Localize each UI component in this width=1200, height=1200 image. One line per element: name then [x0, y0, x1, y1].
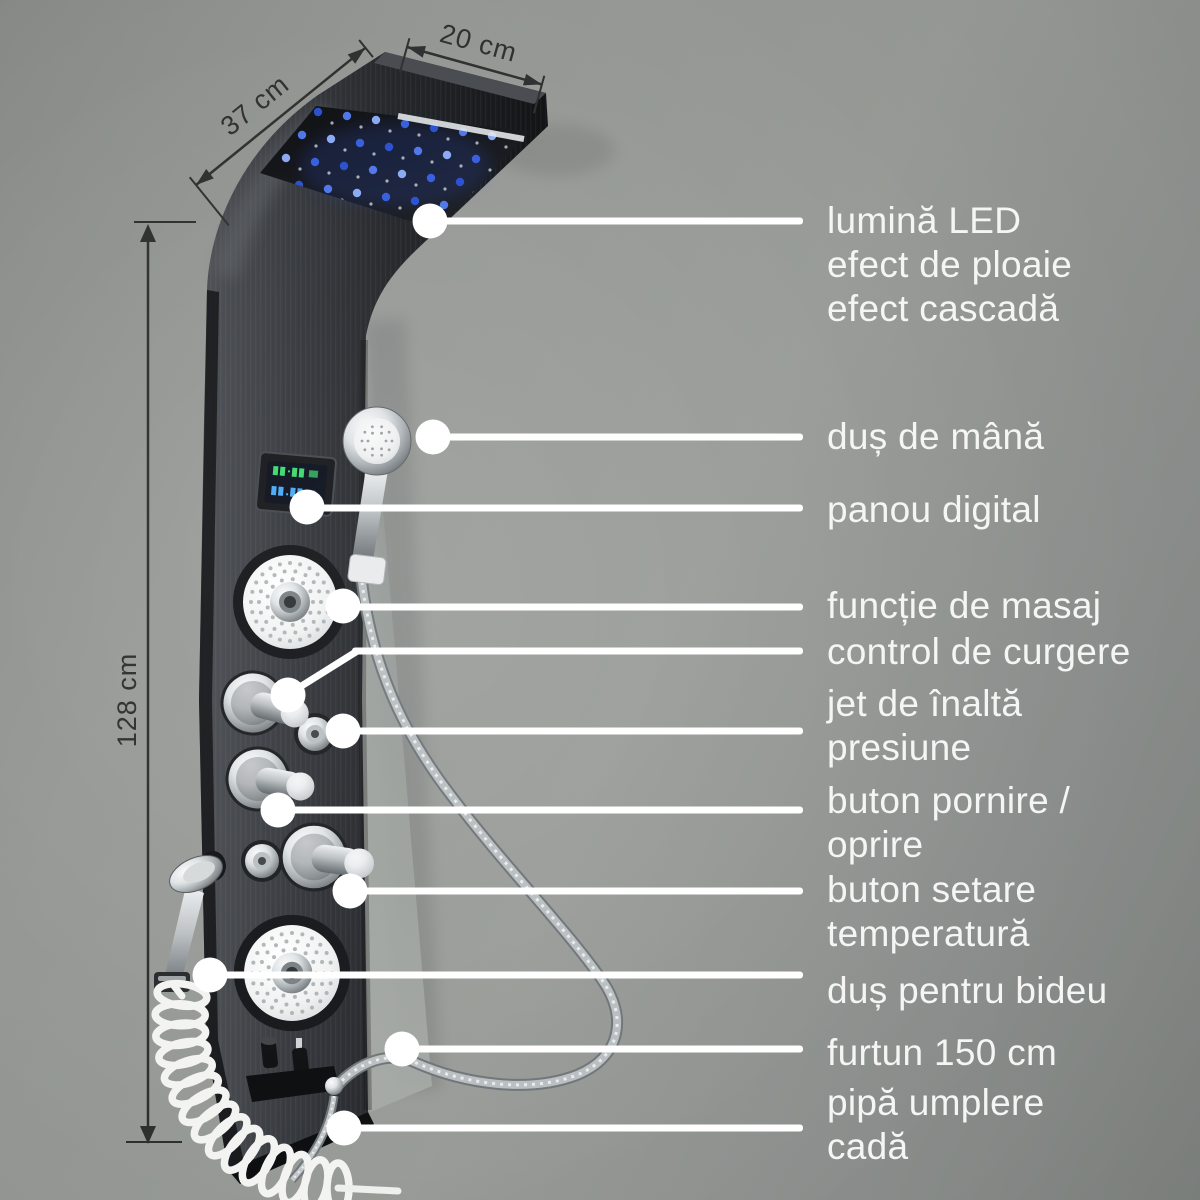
- callout-line-start-stop: [278, 806, 803, 814]
- callout-label-led: lumină LED efect de ploaie efect cascadă: [827, 200, 1073, 329]
- led-glow: [300, 123, 490, 207]
- head-chrome-strip: [397, 113, 525, 142]
- callout-label-tub-spout: pipă umplere cadă: [827, 1082, 1045, 1167]
- callout-dot-led: [412, 203, 448, 239]
- callout-label-temperature: buton setare temperatură: [827, 869, 1037, 954]
- callout-label-hand-shower: duș de mână: [827, 416, 1045, 457]
- callout-label-high-pressure-jet: jet de înaltă presiune: [827, 683, 1023, 768]
- dimension-width-label: 20 cm: [437, 18, 521, 68]
- callout-label-hose: furtun 150 cm: [827, 1032, 1058, 1073]
- callout-dot-flow-control: [270, 677, 306, 713]
- callout-label-digital-panel: panou digital: [827, 489, 1041, 530]
- callout-label-flow-control: control de curgere: [827, 631, 1131, 672]
- callout-line-bidet: [210, 971, 803, 979]
- hand-shower-holder: [347, 553, 387, 586]
- tub-spout: [246, 1037, 343, 1180]
- callout-dot-bidet: [192, 957, 228, 993]
- callout-label-bidet: duș pentru bideu: [827, 970, 1108, 1011]
- dimension-height-label: 128 cm: [112, 653, 142, 748]
- callout-dot-start-stop: [260, 792, 296, 828]
- coil-tail: [334, 1184, 402, 1195]
- hand-shower-nozzles: [360, 425, 394, 457]
- callout-dot-massage: [325, 588, 361, 624]
- callout-dot-hose: [384, 1031, 420, 1067]
- callout-line-temperature: [350, 887, 803, 895]
- massage-disc-nozzles: [249, 561, 331, 643]
- callout-label-start-stop: buton pornire / oprire: [827, 780, 1071, 865]
- hand-shower: [342, 406, 412, 586]
- bidet-sprayer: [154, 854, 223, 994]
- dimension-annotations: 128 cm 20 cm 37 cm: [112, 18, 546, 1144]
- callout-line-tub-spout: [344, 1124, 803, 1132]
- callout-line-digital-panel: [307, 504, 803, 512]
- callout-label-massage: funcție de masaj: [827, 585, 1102, 626]
- callout-line-hand-shower: [433, 433, 803, 441]
- dimension-height: 128 cm: [112, 221, 196, 1144]
- callout-dot-temperature: [332, 873, 368, 909]
- shower-head-top-face: [374, 52, 546, 104]
- callout-dot-hand-shower: [415, 419, 451, 455]
- callout-dot-tub-spout: [326, 1110, 362, 1146]
- panel-brushed-texture: [199, 52, 548, 1170]
- callout-line-high-pressure-jet: [343, 727, 803, 735]
- callout-line-flow-control: [352, 647, 803, 655]
- callout-line-hose: [402, 1045, 803, 1053]
- callout-line-led: [430, 217, 803, 225]
- callout-dot-high-pressure-jet: [325, 713, 361, 749]
- callout-dot-digital-panel: [289, 489, 325, 525]
- body-jet-nozzle: [241, 840, 283, 882]
- callout-line-massage: [343, 603, 803, 611]
- panel-left-edge: [199, 290, 244, 1170]
